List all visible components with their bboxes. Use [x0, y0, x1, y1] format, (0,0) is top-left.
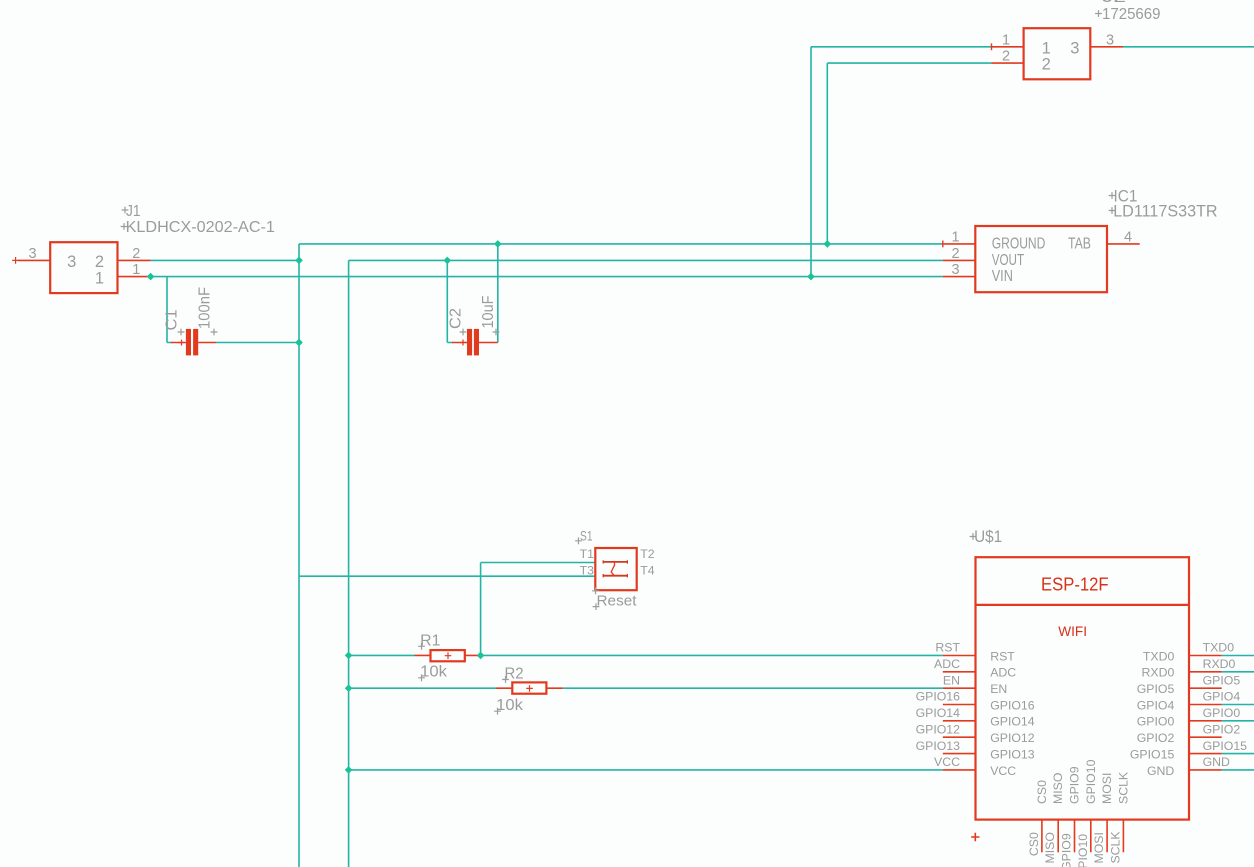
svg-text:RST: RST	[990, 649, 1015, 663]
svg-text:2: 2	[952, 246, 960, 262]
svg-text:WIFI: WIFI	[1058, 623, 1087, 639]
svg-text:GPIO10: GPIO10	[1076, 834, 1090, 867]
svg-text:3: 3	[29, 246, 37, 262]
svg-text:T3: T3	[580, 563, 595, 577]
svg-text:3: 3	[67, 253, 76, 271]
svg-text:2: 2	[132, 246, 140, 262]
svg-text:GPIO10: GPIO10	[1084, 759, 1098, 804]
svg-text:GPIO16: GPIO16	[990, 698, 1035, 712]
svg-text:GPIO15: GPIO15	[1130, 748, 1175, 762]
svg-text:3: 3	[1106, 32, 1114, 48]
svg-text:IC1: IC1	[1114, 187, 1138, 205]
svg-text:10k: 10k	[420, 664, 447, 681]
svg-text:LD1117S33TR: LD1117S33TR	[1113, 202, 1217, 221]
svg-text:ESP-12F: ESP-12F	[1041, 575, 1109, 595]
svg-text:T1: T1	[580, 547, 595, 561]
svg-text:VCC: VCC	[934, 755, 960, 769]
svg-text:1: 1	[132, 262, 140, 278]
svg-text:4: 4	[1124, 229, 1132, 245]
svg-text:TXD0: TXD0	[1203, 641, 1235, 655]
svg-text:GND: GND	[1203, 755, 1230, 769]
svg-text:CS0: CS0	[1027, 832, 1041, 856]
svg-text:GPIO2: GPIO2	[1203, 722, 1241, 736]
svg-text:MOSI: MOSI	[1092, 832, 1106, 863]
svg-text:VIN: VIN	[992, 268, 1013, 285]
svg-text:U$1: U$1	[974, 528, 1002, 546]
svg-text:J1: J1	[126, 203, 141, 220]
svg-text:GPIO13: GPIO13	[990, 748, 1035, 762]
svg-text:C1: C1	[163, 310, 180, 331]
svg-text:C2: C2	[448, 308, 465, 329]
svg-text:VOUT: VOUT	[992, 252, 1025, 269]
svg-text:S1: S1	[580, 528, 593, 544]
svg-text:RXD0: RXD0	[1141, 666, 1174, 680]
svg-text:3: 3	[1070, 39, 1079, 57]
svg-text:GPIO14: GPIO14	[990, 715, 1035, 729]
svg-text:2: 2	[1002, 49, 1010, 65]
svg-text:GPIO15: GPIO15	[1203, 739, 1248, 753]
svg-text:T2: T2	[640, 547, 655, 561]
svg-text:TXD0: TXD0	[1143, 649, 1175, 663]
svg-text:2: 2	[95, 253, 104, 271]
svg-text:1: 1	[952, 229, 960, 245]
svg-text:ADC: ADC	[990, 666, 1016, 680]
svg-text:2: 2	[1042, 56, 1051, 74]
svg-text:EN: EN	[943, 673, 960, 687]
svg-text:GPIO12: GPIO12	[990, 731, 1035, 745]
svg-text:MOSI: MOSI	[1100, 773, 1114, 804]
svg-text:1: 1	[1042, 39, 1051, 57]
svg-text:SCLK: SCLK	[1116, 771, 1130, 804]
svg-text:MISO: MISO	[1051, 773, 1065, 804]
svg-text:SCLK: SCLK	[1108, 831, 1122, 864]
svg-text:GPIO9: GPIO9	[1068, 766, 1082, 804]
svg-text:10k: 10k	[496, 697, 523, 714]
svg-text:GPIO12: GPIO12	[916, 722, 961, 736]
svg-text:VCC: VCC	[990, 764, 1016, 778]
svg-text:RST: RST	[935, 641, 960, 655]
svg-text:GPIO13: GPIO13	[916, 739, 961, 753]
svg-text:GPIO16: GPIO16	[916, 690, 961, 704]
svg-text:J2: J2	[1102, 0, 1126, 6]
svg-text:GND: GND	[1147, 764, 1174, 778]
svg-text:1: 1	[1002, 32, 1010, 48]
svg-text:GPIO0: GPIO0	[1203, 706, 1241, 720]
svg-text:GPIO9: GPIO9	[1060, 833, 1074, 867]
svg-text:KLDHCX-0202-AC-1: KLDHCX-0202-AC-1	[126, 219, 275, 236]
svg-text:TAB: TAB	[1068, 236, 1091, 253]
svg-text:EN: EN	[990, 682, 1007, 696]
svg-text:1725669: 1725669	[1102, 6, 1161, 23]
svg-text:RXD0: RXD0	[1203, 657, 1236, 671]
svg-text:GPIO5: GPIO5	[1137, 682, 1175, 696]
svg-text:T4: T4	[640, 563, 655, 577]
svg-text:GPIO4: GPIO4	[1203, 690, 1241, 704]
svg-text:3: 3	[952, 262, 960, 278]
svg-text:ADC: ADC	[934, 657, 960, 671]
svg-text:GPIO4: GPIO4	[1137, 698, 1175, 712]
svg-text:Reset: Reset	[597, 594, 637, 610]
svg-text:GPIO14: GPIO14	[916, 706, 961, 720]
svg-text:MISO: MISO	[1043, 832, 1057, 863]
svg-text:1: 1	[95, 269, 104, 287]
svg-text:GPIO5: GPIO5	[1203, 673, 1241, 687]
svg-text:GROUND: GROUND	[992, 236, 1046, 253]
svg-text:100nF: 100nF	[197, 287, 214, 329]
svg-text:GPIO2: GPIO2	[1137, 731, 1175, 745]
svg-text:GPIO0: GPIO0	[1137, 715, 1175, 729]
svg-text:CS0: CS0	[1035, 780, 1049, 804]
svg-text:10uF: 10uF	[480, 296, 497, 329]
svg-text:R2: R2	[505, 665, 524, 682]
svg-text:R1: R1	[420, 633, 440, 650]
